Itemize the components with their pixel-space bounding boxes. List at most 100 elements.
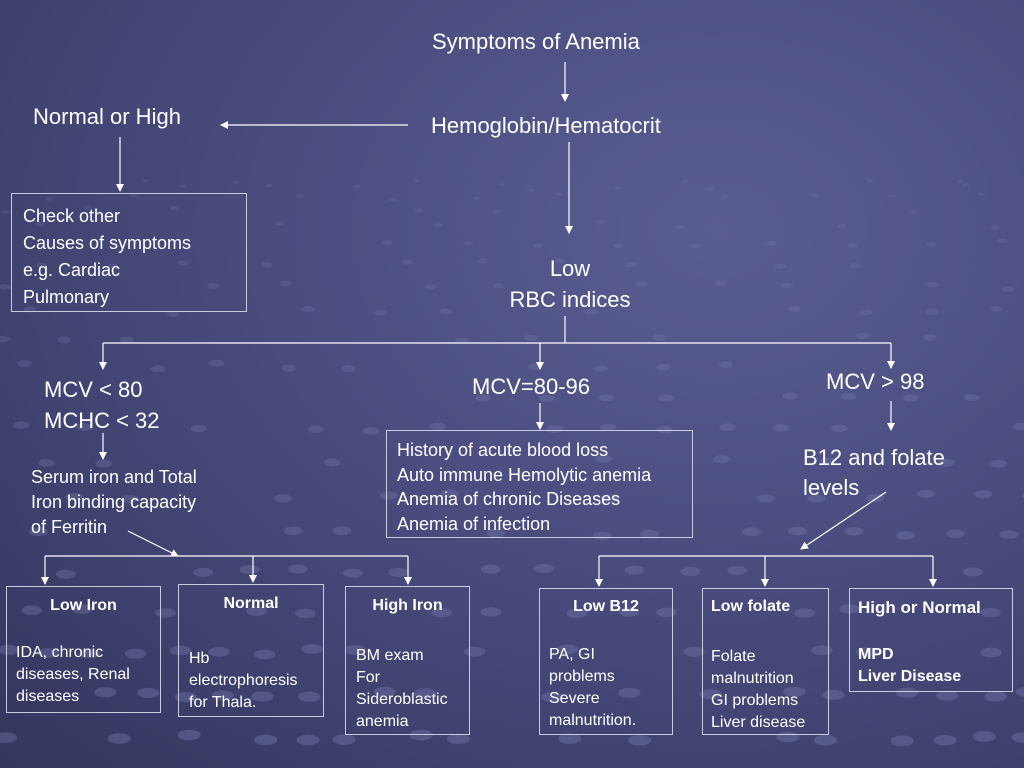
background-dot (120, 494, 139, 504)
background-dot (29, 527, 49, 537)
b12-folate-line: B12 and folate (803, 445, 945, 470)
background-dot (719, 423, 736, 431)
background-dot (532, 243, 544, 249)
background-dot (895, 531, 915, 540)
background-dot (253, 649, 276, 660)
low-iron-line: diseases (16, 688, 80, 705)
background-dot (0, 284, 11, 290)
background-dot (413, 688, 437, 699)
background-dot (246, 606, 268, 617)
history-line: History of acute blood loss (397, 440, 609, 460)
background-dot (962, 183, 970, 187)
box-low-iron: Low Iron IDA, chronic diseases, Renal di… (6, 586, 161, 713)
background-dot (0, 732, 18, 744)
background-dot (706, 186, 714, 191)
low-b12-title: Low B12 (573, 598, 639, 615)
background-dot (922, 334, 937, 341)
background-dot (718, 361, 734, 368)
high-normal-line: Liver Disease (858, 668, 962, 685)
history-line: Anemia of infection (397, 513, 551, 534)
background-dot (169, 645, 192, 656)
low-b12-line: Severe (549, 690, 600, 707)
background-dot (307, 425, 324, 434)
node-mcv-high: MCV > 98 (826, 369, 925, 394)
background-dot (980, 647, 1002, 658)
low-b12-line: malnutrition. (549, 712, 637, 729)
background-dot (207, 283, 220, 289)
background-dot (120, 336, 134, 344)
node-b12-folate: B12 and folate levels (803, 443, 945, 503)
low-iron-title: Low Iron (50, 597, 117, 614)
background-dot (13, 421, 30, 429)
background-dot (541, 691, 564, 703)
background-dot (0, 335, 10, 343)
background-dot (656, 607, 678, 618)
background-dot (766, 240, 777, 246)
background-dot (788, 526, 807, 536)
background-dot (614, 186, 622, 190)
background-dot (83, 205, 93, 210)
normal-line: for Thala. (189, 694, 257, 711)
check-other-line: Pulmonary (23, 287, 110, 307)
background-dot (715, 280, 728, 287)
background-dot (592, 531, 612, 541)
background-dot (57, 336, 71, 344)
serum-iron-line: Serum iron and Total (31, 467, 197, 487)
box-history: History of acute blood loss Auto immune … (386, 430, 693, 538)
background-dot (380, 491, 399, 500)
background-dot (635, 281, 648, 288)
background-dot (193, 567, 214, 577)
background-dot (627, 735, 652, 746)
background-dot (555, 192, 563, 196)
high-iron-line: BM exam (356, 647, 424, 664)
background-dot (977, 192, 986, 197)
background-dot (613, 243, 624, 249)
background-dot (142, 178, 149, 182)
background-dot (177, 260, 189, 266)
background-dot (963, 393, 980, 402)
background-dot (837, 223, 847, 229)
background-dot (831, 424, 848, 432)
background-dot (166, 310, 180, 317)
background-dot (782, 392, 799, 400)
background-dot (95, 459, 113, 468)
background-dot (855, 332, 870, 340)
high-iron-line: For (356, 669, 380, 686)
box-low-b12: Low B12 PA, GI problems Severe malnutrit… (539, 588, 673, 735)
background-dot (526, 188, 534, 192)
low-folate-line: Folate (711, 648, 756, 665)
background-dot (980, 607, 1001, 618)
b12-folate-line: levels (803, 475, 860, 500)
background-dot (600, 423, 617, 432)
check-other-line: Causes of symptoms (23, 233, 192, 253)
low-b12-text: PA, GI problems Severe malnutrition. (549, 644, 636, 732)
background-dot (999, 530, 1019, 539)
background-dot (593, 365, 609, 373)
high-iron-text: BM exam For Sideroblastic anemia (356, 645, 448, 733)
background-dot (990, 305, 1004, 312)
background-dot (281, 364, 297, 372)
background-dot (997, 238, 1008, 244)
background-dot (137, 687, 160, 698)
background-dot (273, 494, 292, 503)
background-dot (323, 458, 341, 467)
background-dot (295, 608, 316, 619)
mcv-low-line: MCV < 80 (44, 377, 143, 402)
background-dot (962, 567, 983, 577)
background-dot (1015, 686, 1024, 697)
background-dot (332, 734, 356, 745)
background-dot (925, 308, 939, 315)
background-dot (856, 647, 878, 658)
background-dot (690, 243, 701, 249)
background-dot (440, 489, 459, 498)
box-low-folate: Low folate Folate malnutrition GI proble… (702, 588, 829, 735)
node-symptoms: Symptoms of Anemia (432, 29, 640, 54)
background-dot (772, 423, 790, 432)
background-dot (849, 263, 861, 269)
background-dot (463, 241, 475, 247)
background-dot (429, 422, 447, 431)
background-dot (783, 686, 806, 697)
background-dot (208, 646, 230, 657)
background-dot (926, 282, 939, 288)
background-dot (523, 334, 538, 342)
